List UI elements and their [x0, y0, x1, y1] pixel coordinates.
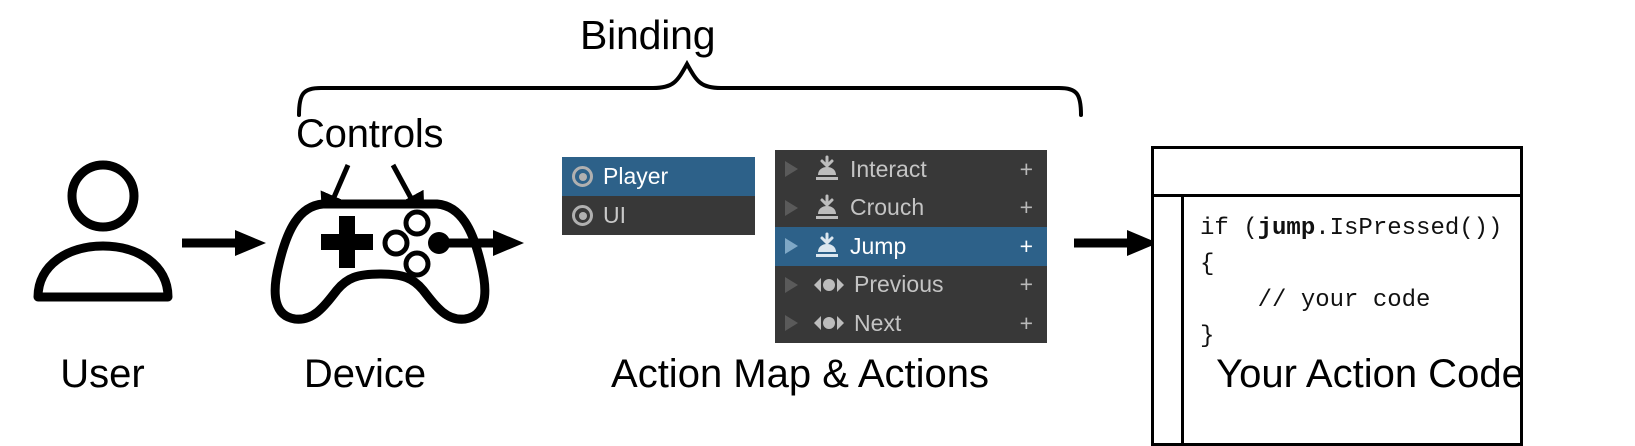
gamepad-controller-icon — [270, 199, 490, 324]
action-row-interact[interactable]: Interact + — [775, 150, 1047, 189]
chevron-right-foldout-icon[interactable] — [783, 198, 800, 218]
add-binding-button[interactable]: + — [1019, 232, 1033, 259]
arrow-right-icon-user-device — [182, 230, 266, 256]
code-window-titlebar — [1154, 149, 1520, 197]
code-line: // your code — [1200, 287, 1431, 314]
caption-action-map: Action Map & Actions — [611, 352, 989, 396]
target-icon — [572, 166, 593, 187]
code-gutter — [1154, 197, 1184, 443]
action-row-label: Interact — [850, 155, 927, 182]
action-map-row-player[interactable]: Player — [562, 157, 755, 196]
caption-device: Device — [303, 352, 427, 396]
action-row-crouch[interactable]: Crouch + — [775, 189, 1047, 228]
binding-label: Binding — [580, 12, 716, 58]
axis-icon — [814, 316, 844, 331]
caption-your-action-code: Your Action Code — [1216, 352, 1524, 396]
code-window-body: if (jump.IsPressed()) { // your code} — [1154, 197, 1520, 443]
add-binding-button[interactable]: + — [1019, 194, 1033, 221]
button-press-icon — [816, 155, 838, 181]
add-binding-button[interactable]: + — [1019, 271, 1033, 298]
action-row-label: Crouch — [850, 194, 925, 221]
code-token-bold: jump — [1257, 215, 1316, 242]
chevron-right-foldout-icon[interactable] — [783, 275, 800, 295]
chevron-right-foldout-icon[interactable] — [783, 159, 800, 179]
code-text[interactable]: if (jump.IsPressed()) { // your code} — [1184, 197, 1520, 443]
diagram-canvas: Binding Controls — [33, 12, 1524, 446]
button-press-icon — [816, 194, 838, 219]
arrow-right-icon-device-map — [440, 230, 524, 256]
button-press-icon — [816, 232, 838, 258]
code-line: if (jump.IsPressed()) — [1200, 215, 1503, 242]
axis-icon — [814, 277, 844, 292]
action-row-jump[interactable]: Jump + — [775, 227, 1047, 266]
action-map-row-label: UI — [603, 202, 626, 228]
user-person-icon — [33, 160, 173, 302]
action-map-row-label: Player — [603, 163, 669, 189]
chevron-right-foldout-icon[interactable] — [783, 313, 800, 333]
action-map-list[interactable]: Player UI — [562, 157, 755, 235]
chevron-right-foldout-icon[interactable] — [783, 236, 800, 256]
code-line: } — [1200, 323, 1215, 350]
code-editor-window[interactable]: if (jump.IsPressed()) { // your code} — [1151, 146, 1523, 446]
add-binding-button[interactable]: + — [1019, 309, 1033, 336]
action-row-next[interactable]: Next + — [775, 304, 1047, 343]
action-row-label: Jump — [850, 232, 907, 259]
action-map-row-ui[interactable]: UI — [562, 196, 755, 235]
action-row-previous[interactable]: Previous + — [775, 266, 1047, 305]
action-row-label: Previous — [854, 271, 944, 298]
arrow-right-icon-actions-code — [1074, 230, 1158, 256]
code-line: { — [1200, 251, 1215, 278]
controls-label: Controls — [296, 112, 444, 156]
binding-brace-icon — [297, 59, 1083, 117]
actions-list[interactable]: Interact + Crouch + Jump — [775, 150, 1047, 343]
caption-user: User — [60, 352, 145, 396]
add-binding-button[interactable]: + — [1019, 155, 1033, 182]
target-icon — [572, 205, 593, 226]
action-row-label: Next — [854, 309, 902, 336]
